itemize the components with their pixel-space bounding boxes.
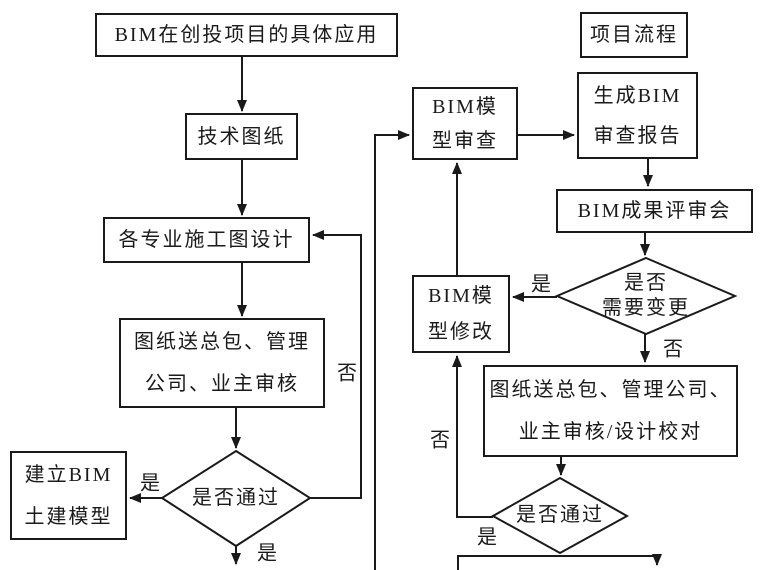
node-bim-model-review-line2: 型审查 [432,129,498,152]
node-drawing-review-2-line1: 图纸送总包、管理公司、 [489,379,732,401]
node-project-process-label: 项目流程 [590,24,678,46]
node-build-bim-civil-model-line1: 建立BIM [24,463,113,486]
node-discipline-design: 各专业施工图设计 [103,217,310,263]
node-bim-results-review-meeting-label: BIM成果评审会 [577,200,732,222]
node-tech-drawing-label: 技术图纸 [197,125,286,148]
node-bim-model-modify: BIM模 型修改 [412,275,510,353]
connector-passright-yes-bottom [457,554,662,570]
node-generate-bim-report-line1: 生成BIM [593,84,682,107]
branch-label-yes-pass-left-down: 是 [257,542,277,565]
branch-label-yes-pass-left-to-model: 是 [140,472,160,495]
node-drawing-review-1-line1: 图纸送总包、管理 [134,331,310,353]
node-bim-application: BIM在创投项目的具体应用 [95,13,398,57]
node-project-process: 项目流程 [580,12,688,58]
node-bim-model-review: BIM模 型审查 [412,87,518,160]
branch-label-no-pass-left-loop: 否 [337,362,357,385]
node-build-bim-civil-model-line2: 土建模型 [24,505,113,528]
branch-label-yes-need-change: 是 [531,273,551,296]
decision-need-change-shape [554,256,738,336]
node-tech-drawing: 技术图纸 [185,113,298,160]
node-bim-model-review-line1: BIM模 [432,95,498,118]
node-bim-application-label: BIM在创投项目的具体应用 [114,24,379,46]
connector-passleft-no-loop-to-design [310,230,362,499]
node-bim-model-modify-line2: 型修改 [428,321,494,343]
node-drawing-review-1: 图纸送总包、管理 公司、业主审核 [119,318,325,408]
node-build-bim-civil-model: 建立BIM 土建模型 [10,451,127,540]
node-generate-bim-report-line2: 审查报告 [593,124,682,147]
decision-pass-left-shape [160,449,312,548]
node-generate-bim-report: 生成BIM 审查报告 [577,72,698,159]
node-bim-model-modify-line1: BIM模 [428,285,494,307]
branch-label-no-need-change: 否 [663,338,683,361]
node-drawing-review-1-line2: 公司、业主审核 [145,373,299,395]
node-discipline-design-label: 各专业施工图设计 [118,229,295,251]
node-bim-results-review-meeting: BIM成果评审会 [556,189,753,233]
decision-pass-right-shape [490,476,630,555]
branch-label-yes-pass-right-down: 是 [477,526,497,549]
node-drawing-review-2-line2: 业主审核/设计校对 [518,421,703,443]
node-drawing-review-2: 图纸送总包、管理公司、 业主审核/设计校对 [483,365,738,457]
branch-label-no-pass-right-loop: 否 [430,429,450,452]
connector-passright-no-loop-to-modify [452,355,493,518]
connector-bottom-up-to-modelreview [374,130,410,570]
